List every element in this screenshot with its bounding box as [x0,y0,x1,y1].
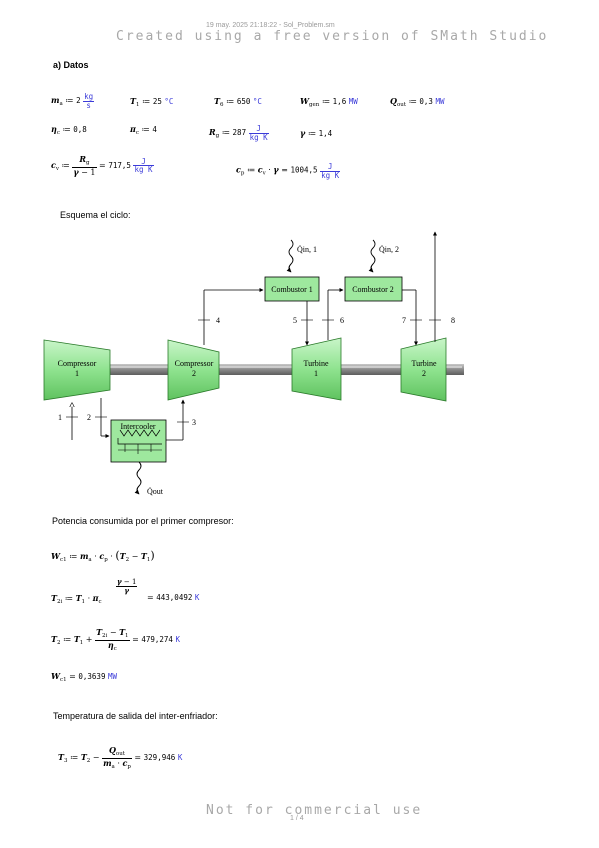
state-4: 4 [216,316,220,325]
label-q-in-2: Q̇in, 2 [379,244,399,254]
state-8: 8 [451,316,455,325]
eq-etac: ηc ≔ 0,8 [51,124,87,136]
eq-t1: T1 ≔ 25 °C [130,96,174,108]
eq-t2i-result: = 443,0492 K [147,593,200,602]
label-turbine-1: Turbine [303,359,328,368]
label-turbine-2-num: 2 [422,369,426,378]
state-2: 2 [87,413,91,422]
label-combustor-1: Combustor 1 [271,285,313,294]
eq-wgen: Wgen ≔ 1,6 MW [300,96,358,108]
label-compressor-1: Compressor [58,359,97,368]
eq-t6: T6 ≔ 650 °C [214,96,262,108]
combustor-1 [264,276,320,302]
label-compressor-1-num: 1 [75,369,79,378]
label-compressor-2: Compressor [175,359,214,368]
state-1: 1 [58,413,62,422]
label-q-in-1: Q̇in, 1 [297,244,317,254]
label-compressor-2-num: 2 [192,369,196,378]
label-intercooler: Intercooler [120,422,155,431]
label-q-out: Q̇out [147,486,164,496]
state-6: 6 [340,316,344,325]
heat-in-1-arrow [286,239,294,273]
eq-t2i: T2i ≔ T1 · πc [51,593,102,605]
compressor-1 [43,339,111,401]
turbine-2 [400,337,447,402]
label-turbine-2: Turbine [411,359,436,368]
section-potencia: Potencia consumida por el primer compres… [52,516,234,526]
eq-gamma: γ ≔ 1,4 [300,128,333,138]
heat-out-arrow [134,461,142,495]
section-temperatura: Temperatura de salida del inter-enfriado… [53,711,218,721]
label-combustor-2: Combustor 2 [352,285,394,294]
state-7: 7 [402,316,406,325]
compressor-2 [167,339,220,401]
eq-wc1-def: Wc1 ≔ ma · cp · (T2 − T1) [51,549,155,563]
state-5: 5 [293,316,297,325]
intercooler [110,419,167,463]
state-3: 3 [192,418,196,427]
turbine-1 [291,337,342,401]
combustor-2 [344,276,403,302]
eq-qout: Qout ≔ 0,3 MW [390,96,445,108]
watermark-top: Created using a free version of SMath St… [116,29,549,44]
section-esquema: Esquema el ciclo: [60,210,131,220]
heat-in-2-arrow [368,239,376,273]
label-turbine-1-num: 1 [314,369,318,378]
file-timestamp: 19 may. 2025 21:18:22 - Sol_Problem.sm [206,22,335,29]
page-number: 1 / 4 [290,815,304,822]
eq-pic: πc ≔ 4 [130,124,157,136]
shaft [108,364,464,375]
watermark-bottom: Not for commercial use [206,803,423,818]
eq-wc1-result: Wc1 = 0,3639 MW [51,671,118,683]
section-datos: a) Datos [53,60,89,70]
